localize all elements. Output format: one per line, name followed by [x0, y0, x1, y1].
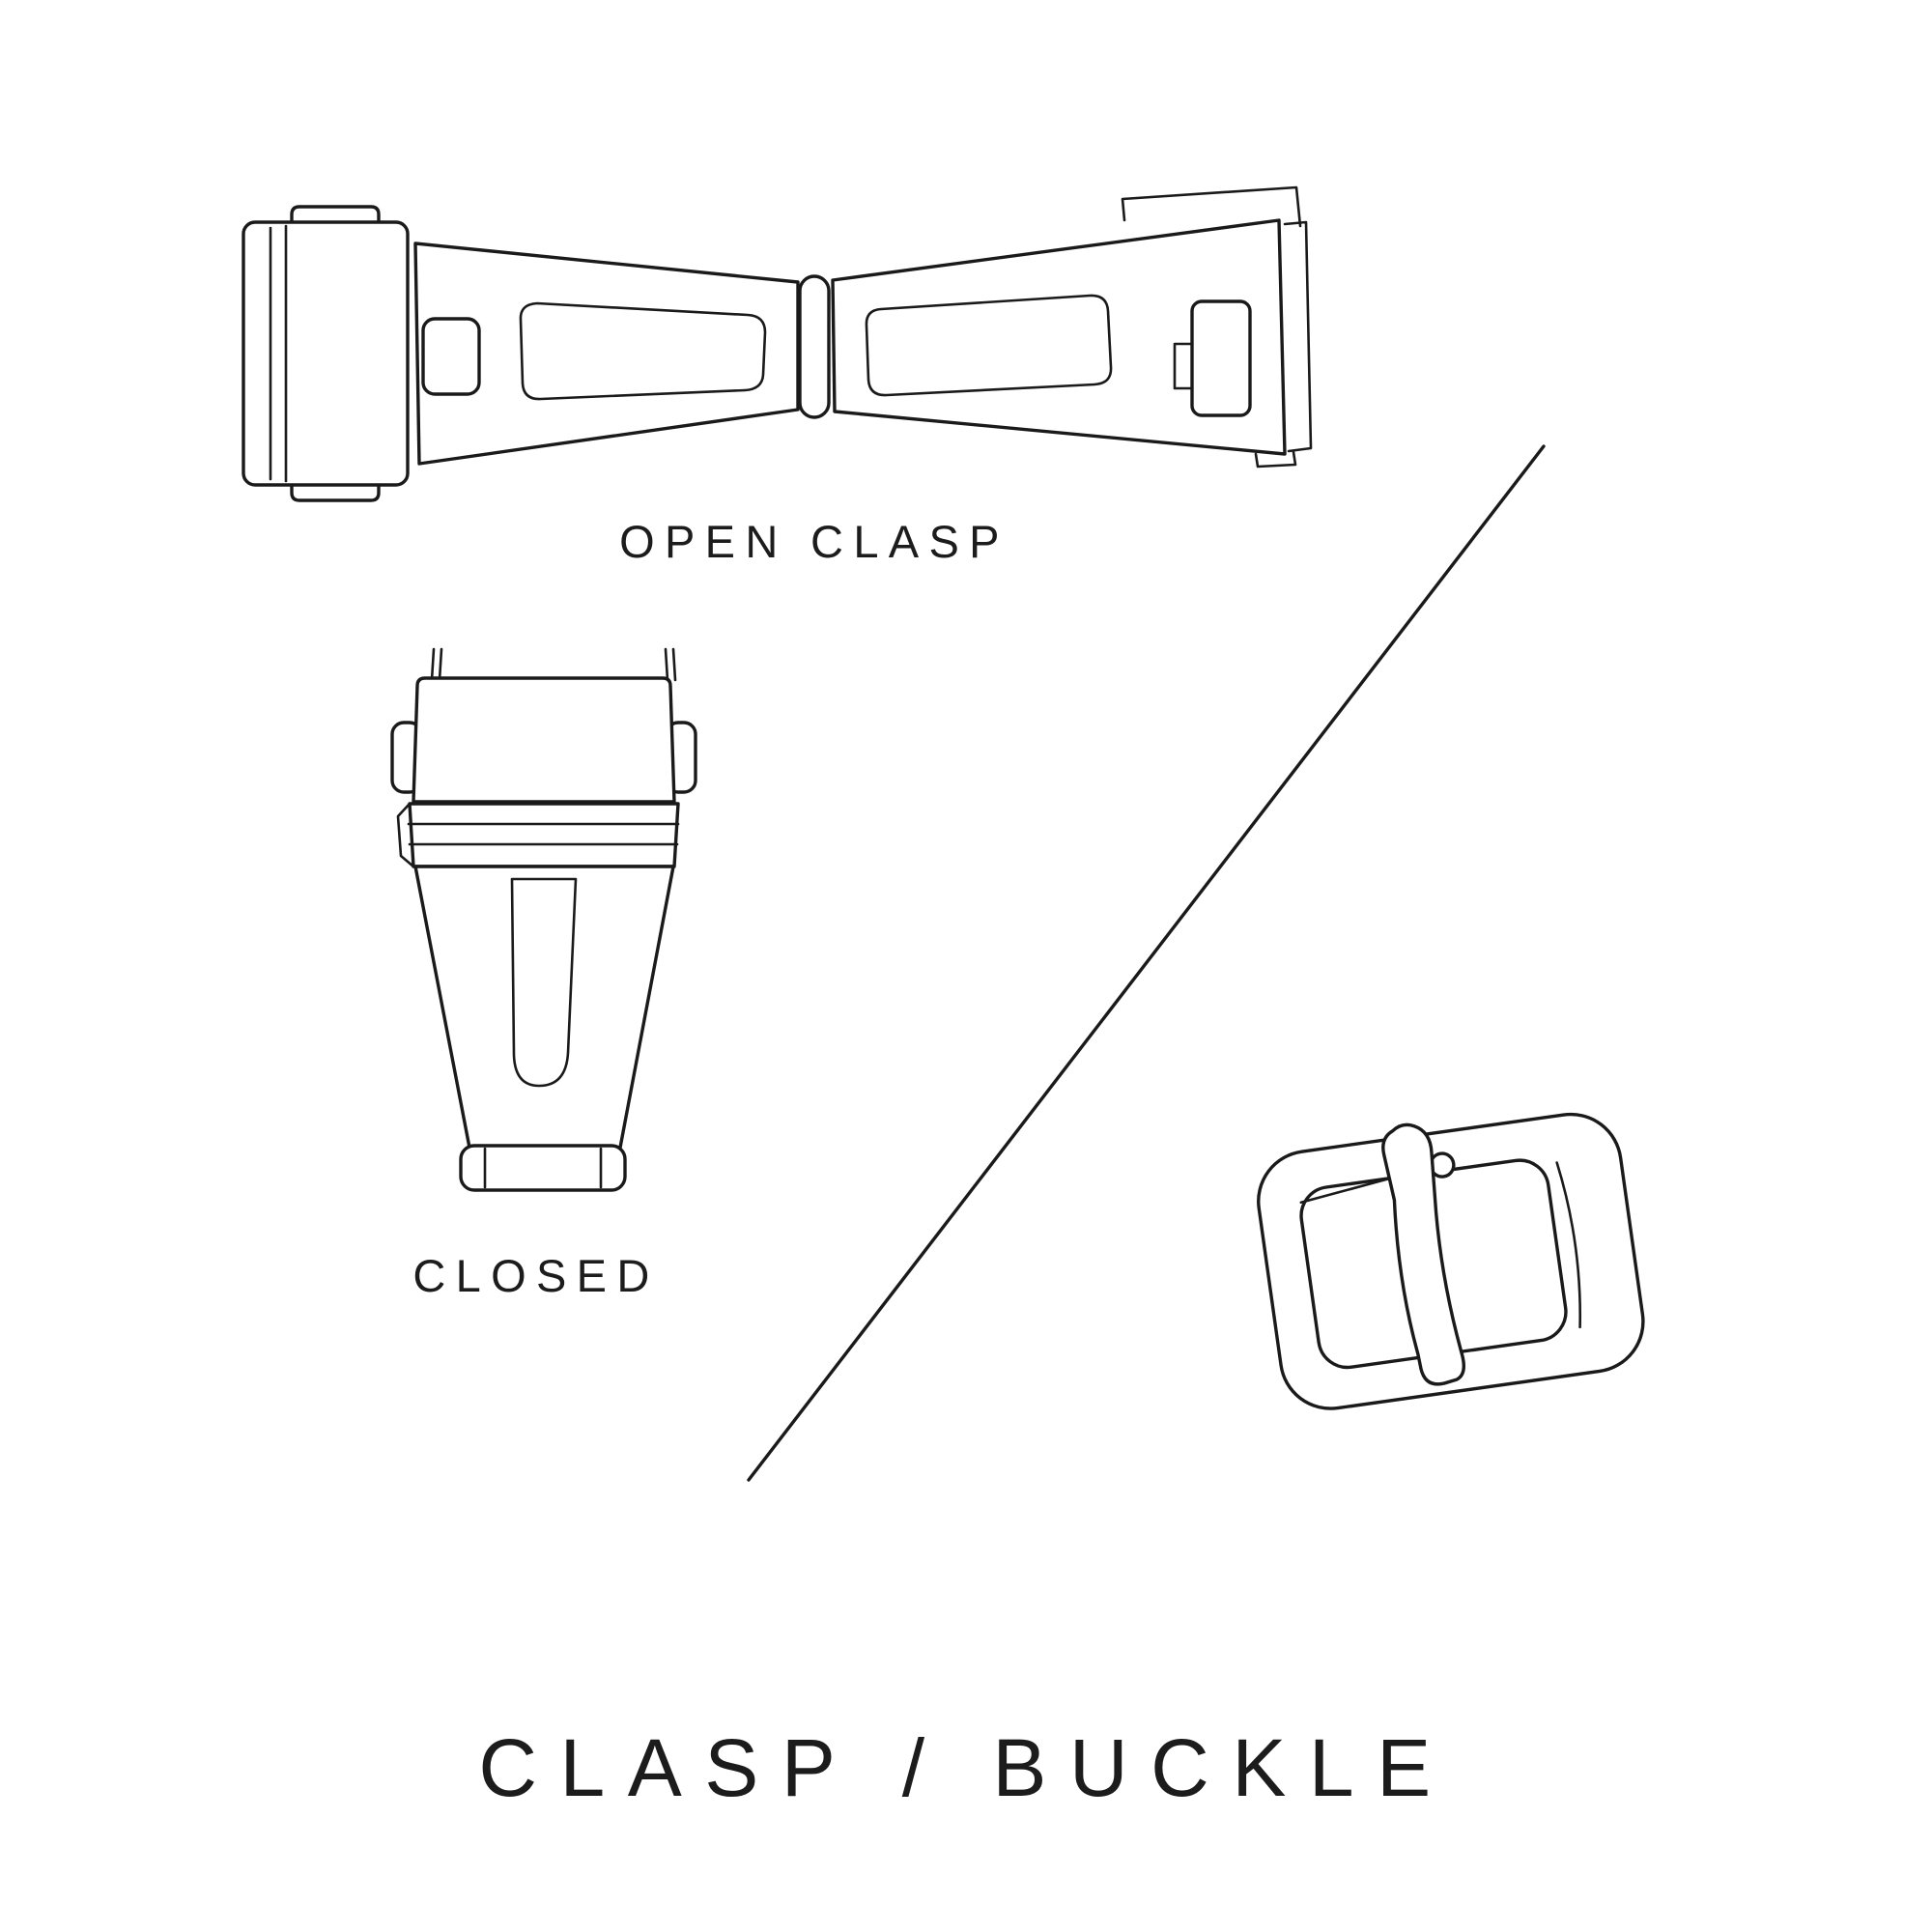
right-arm-end-cap — [1283, 220, 1313, 453]
closed-clasp-drawing — [390, 647, 697, 1192]
right-arm-top-band — [1121, 185, 1302, 228]
divider-line — [747, 444, 1546, 1482]
closed-body-slot — [510, 877, 578, 1088]
closed-prong-left-2 — [438, 647, 443, 682]
fold-block-bottom-tab — [290, 481, 381, 502]
closed-clasp-label: CLOSED — [412, 1250, 660, 1301]
closed-prong-right-1 — [664, 647, 669, 682]
closed-body — [413, 865, 675, 1150]
closed-top-block — [412, 676, 676, 804]
buckle-spring-pin — [1299, 1177, 1393, 1205]
right-arm-catch-plate — [1190, 299, 1252, 417]
clasp-left-arm — [413, 242, 800, 466]
closed-prong-left-1 — [430, 647, 436, 682]
buckle-right-bar-contour — [1555, 1161, 1582, 1329]
closed-band-left-wedge — [396, 802, 415, 868]
diagram-title: CLASP / BUCKLE — [478, 1722, 1454, 1813]
fold-block — [242, 220, 410, 487]
clasp-right-arm — [831, 218, 1287, 456]
closed-prong-right-2 — [671, 647, 677, 682]
left-arm-inner-panel — [519, 301, 767, 401]
right-arm-catch-notch — [1173, 342, 1194, 390]
center-hinge — [798, 274, 831, 419]
buckle-drawing — [1257, 1112, 1645, 1410]
buckle-prong — [1381, 1122, 1465, 1386]
closed-band — [408, 802, 680, 868]
closed-bottom-cap — [459, 1144, 627, 1192]
fold-block-top-tab — [290, 205, 381, 226]
open-clasp-label: OPEN CLASP — [619, 516, 1009, 567]
left-arm-notch — [421, 317, 481, 396]
right-arm-inner-panel — [865, 294, 1113, 397]
right-arm-end-step — [1254, 450, 1297, 469]
open-clasp-drawing — [242, 185, 1313, 502]
